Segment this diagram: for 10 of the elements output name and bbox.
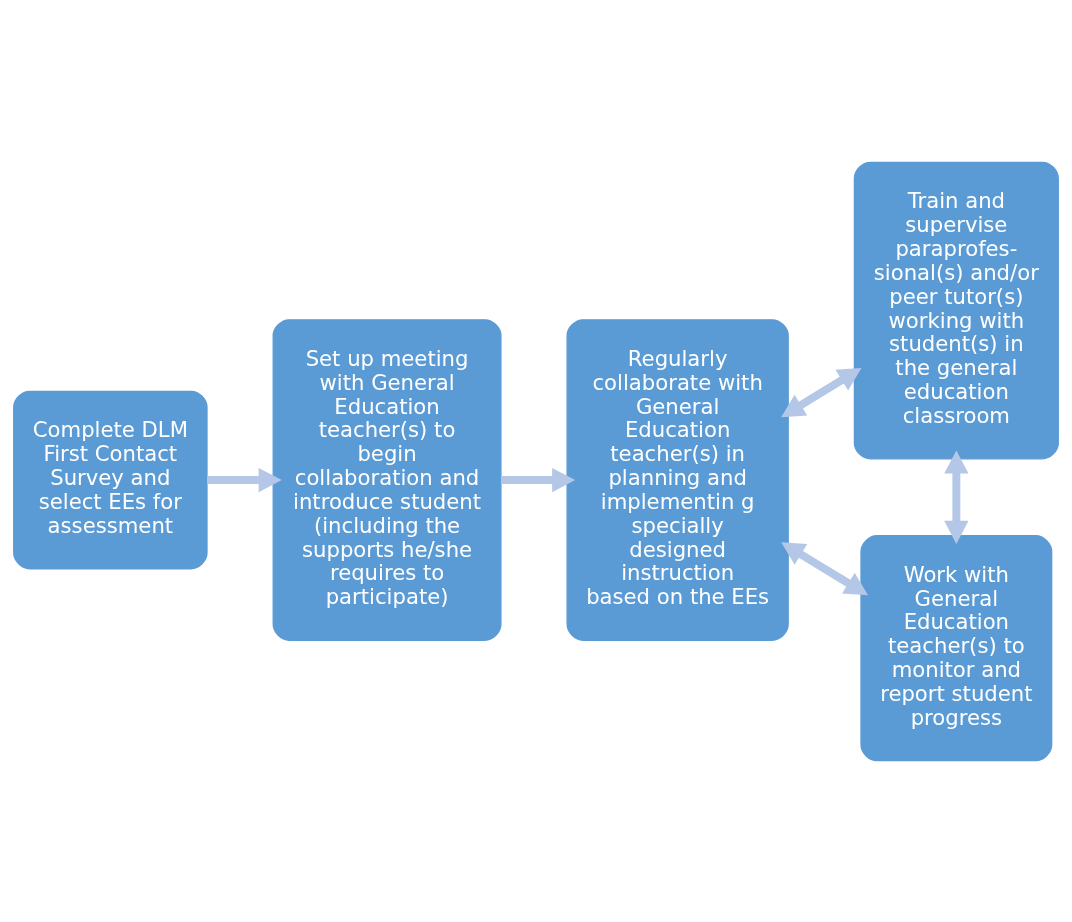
- arrow: [781, 541, 869, 595]
- node-box: Complete DLM First Contact Survey and select EEs for assessment: [13, 390, 208, 569]
- node-box: Regularly collaborate with General Education teacher(s) in planning and implementin g specially designed instruction based on the EEs: [566, 318, 789, 641]
- node-box: Work with General Education teacher(s) to monitor and report student progress: [860, 534, 1053, 761]
- node-box: Set up meeting with General Education teacher(s) to begin collaboration and introduce student (including the supports he/she requires to participate): [272, 318, 502, 641]
- arrow: [781, 367, 862, 417]
- arrow: [207, 467, 282, 492]
- node-box: Train and supervise paraprofes- sional(s) and/or peer tutor(s) working with student(s) in the general education classroom: [853, 161, 1059, 459]
- arrow: [944, 449, 969, 544]
- arrow: [500, 467, 576, 492]
